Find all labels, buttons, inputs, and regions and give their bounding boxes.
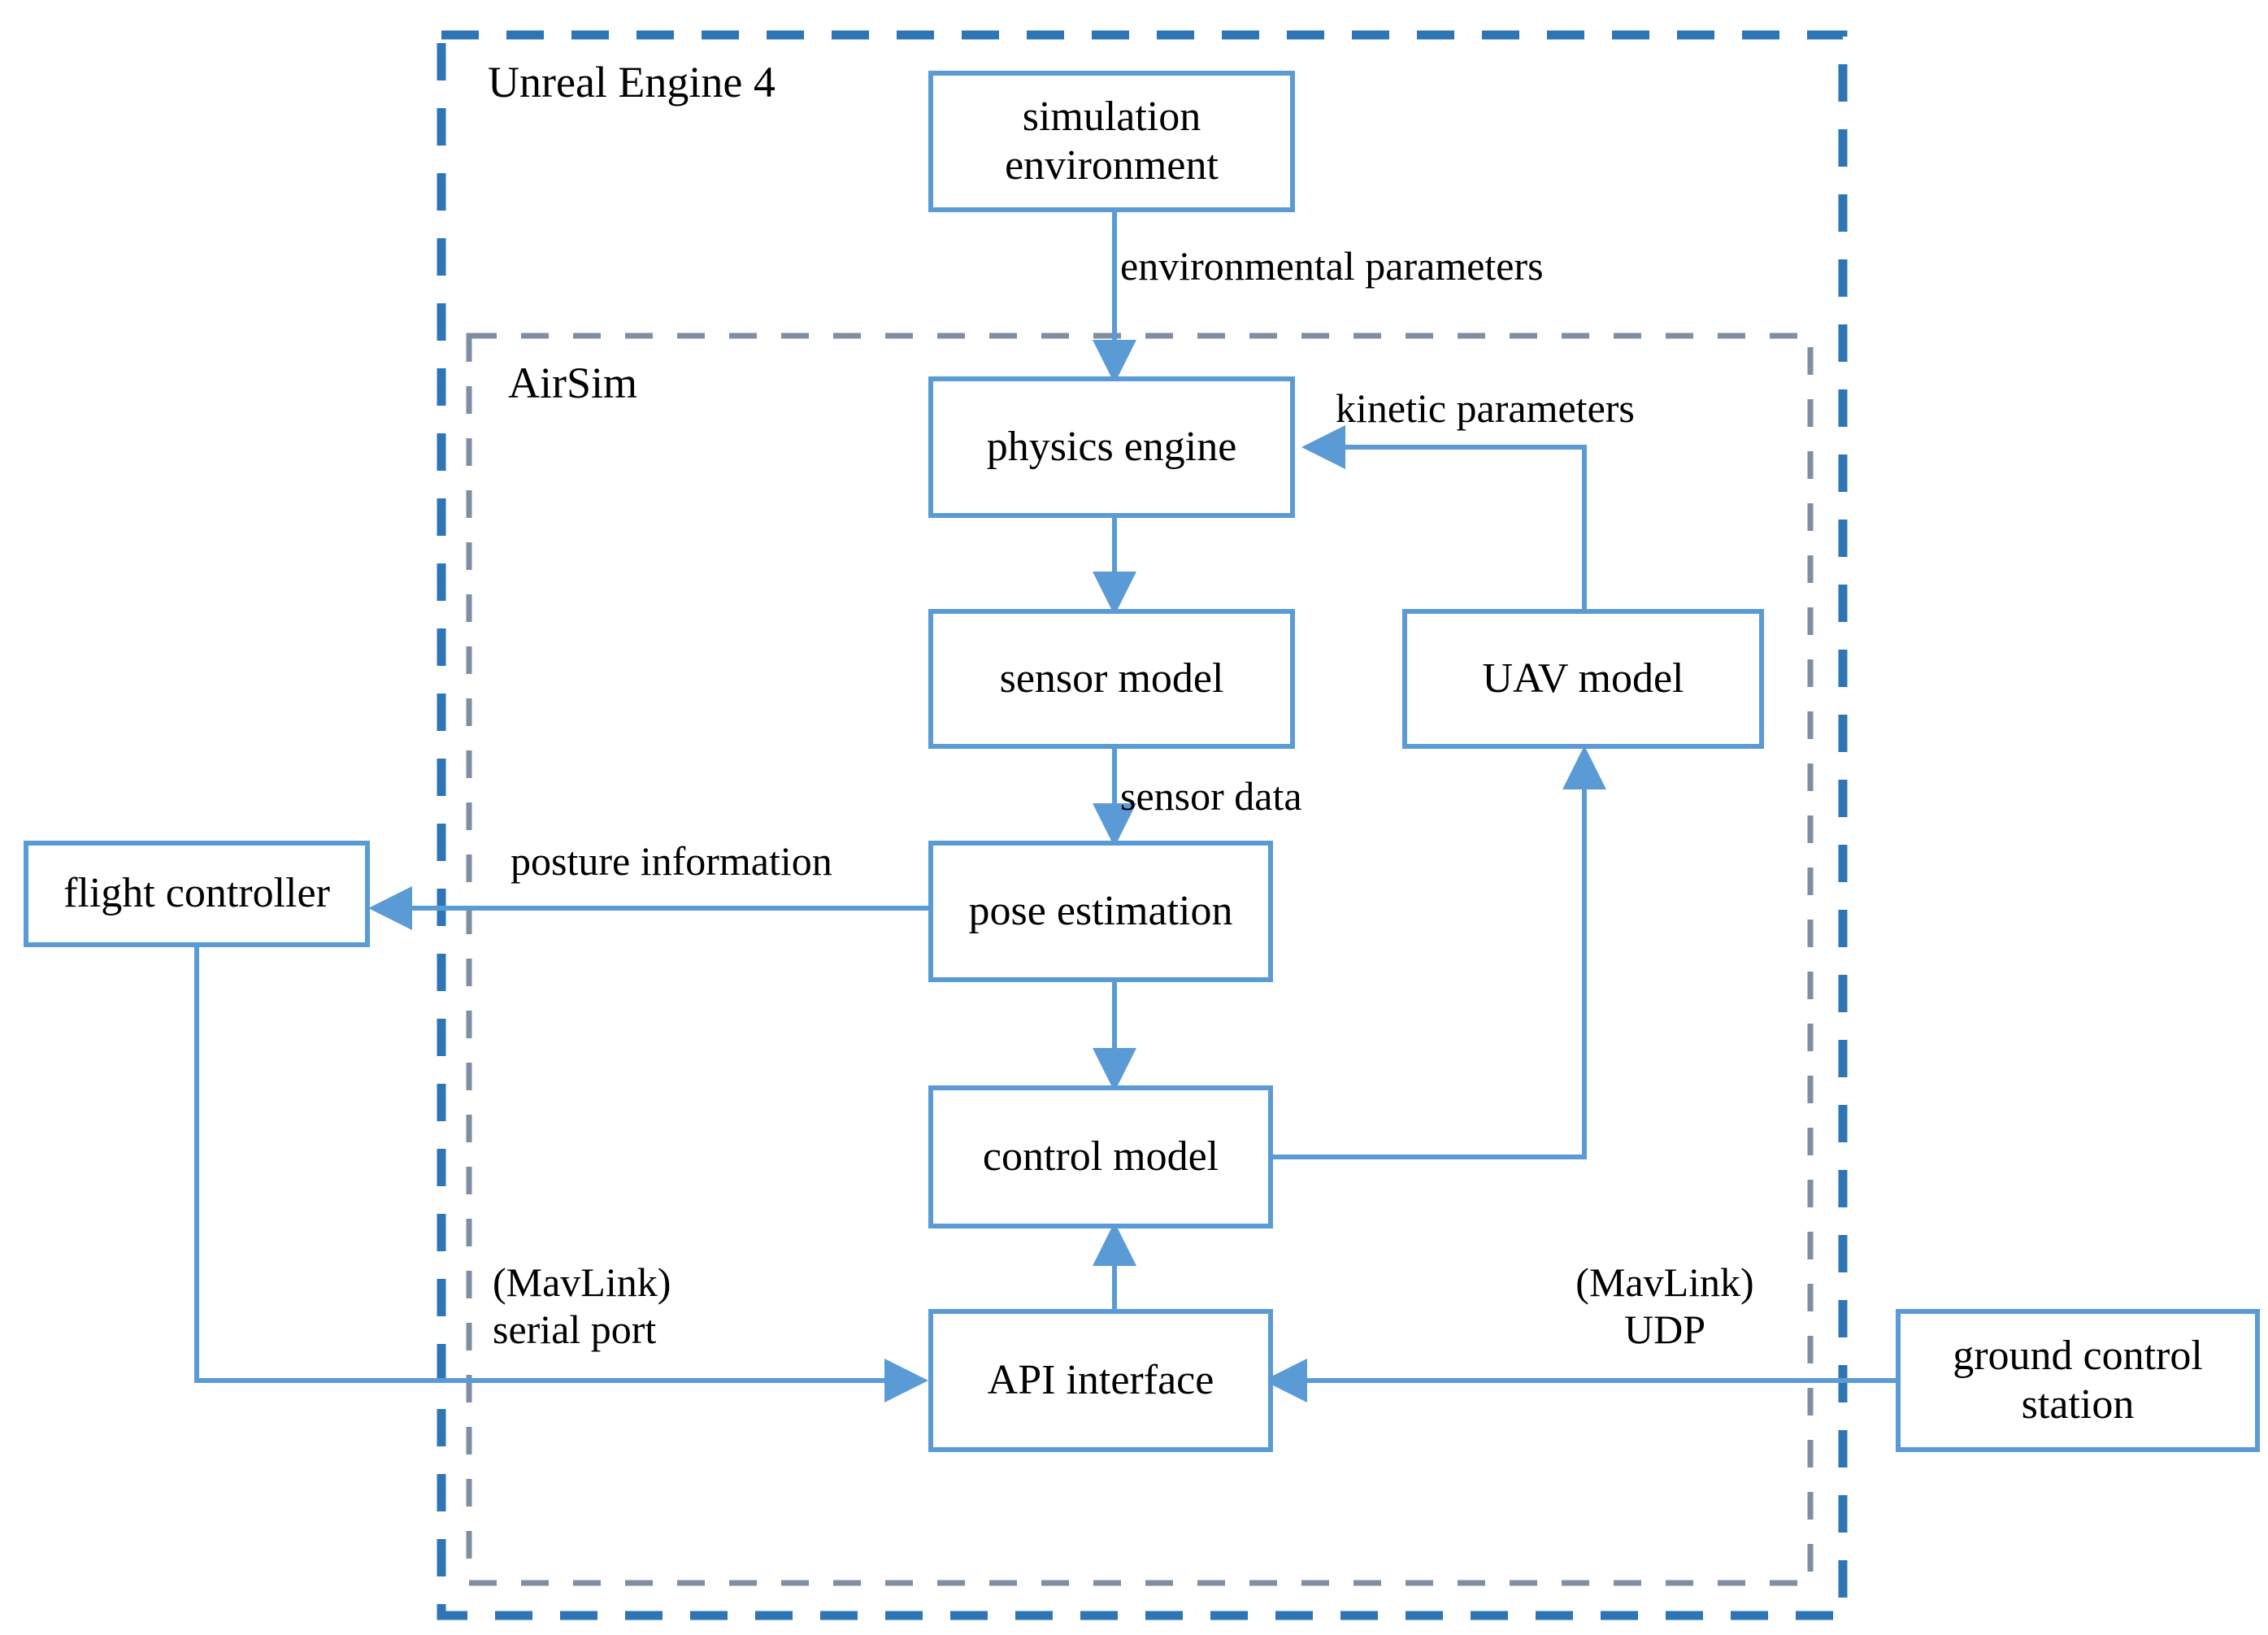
group-label-unreal-engine-4: Unreal Engine 4 [488, 58, 776, 107]
node-box-physics-engine[interactable] [928, 376, 1295, 518]
edge-label-sensor-data: sensor data [1120, 773, 1302, 819]
node-box-flight-controller[interactable] [24, 841, 370, 947]
node-label-uav-model: UAV model [1482, 654, 1684, 702]
connector-control-to-uav [1271, 746, 1606, 1159]
node-box-uav-model[interactable] [1402, 609, 1764, 749]
node-label-api-interface: API interface [987, 1356, 1214, 1403]
node-box-api-interface[interactable] [928, 1309, 1273, 1452]
node-label-sensor-model: sensor model [999, 654, 1224, 702]
edge-label-posture-information: posture information [511, 838, 832, 884]
node-box-simulation-environment[interactable] [928, 71, 1295, 212]
node-label-ground-control-station: ground control station [1953, 1332, 2203, 1428]
node-label-physics-engine: physics engine [986, 423, 1237, 470]
node-box-control-model[interactable] [928, 1085, 1273, 1228]
edge-label-environmental-parameters: environmental parameters [1120, 243, 1544, 289]
edge-label-mavlink-udp: (MavLink) UDP [1575, 1259, 1754, 1352]
group-label-airsim: AirSim [508, 359, 638, 407]
node-box-ground-control-station[interactable] [1896, 1309, 2260, 1452]
edge-label-kinetic-parameters: kinetic parameters [1336, 385, 1635, 431]
edge-label-mavlink-serial-port: (MavLink) serial port [493, 1259, 671, 1352]
node-label-pose-estimation: pose estimation [968, 887, 1233, 934]
connector-uav-to-physics [1301, 425, 1587, 611]
node-box-pose-estimation[interactable] [928, 841, 1273, 982]
node-label-flight-controller: flight controller [63, 870, 330, 917]
node-box-sensor-model[interactable] [928, 609, 1295, 749]
connector-flightcontroller-to-api [194, 945, 928, 1402]
group-box-airsim [466, 333, 1814, 1586]
node-label-simulation-environment: simulation environment [1005, 93, 1219, 189]
node-label-control-model: control model [982, 1133, 1219, 1180]
group-box-unreal-engine-4 [437, 30, 1848, 1620]
